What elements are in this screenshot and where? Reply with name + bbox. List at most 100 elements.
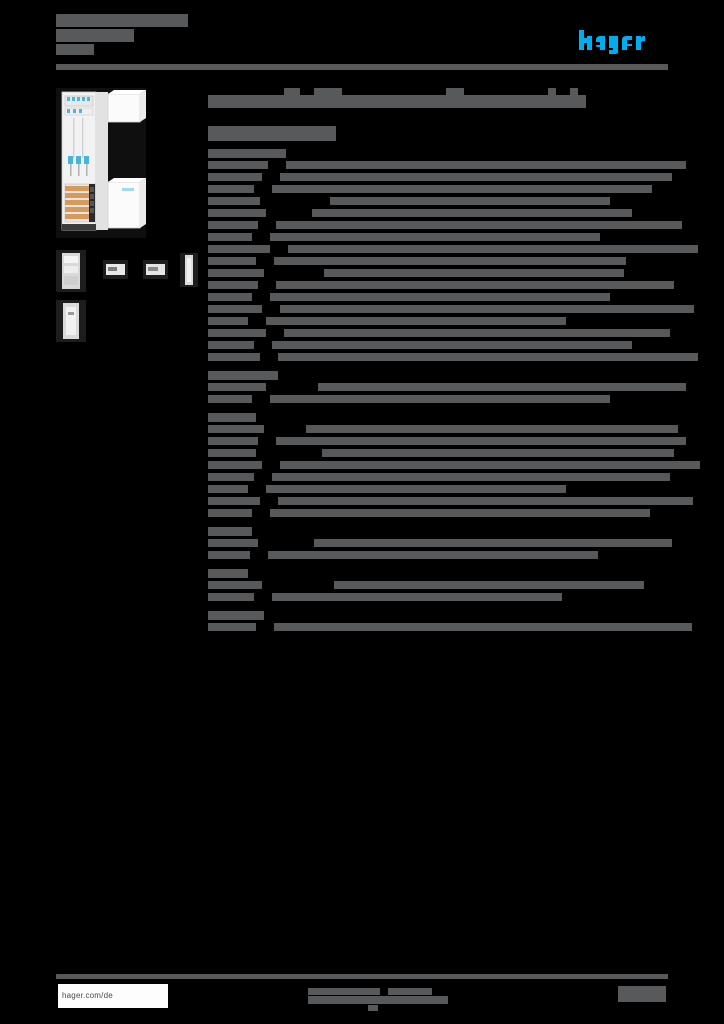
specification-groups (208, 149, 700, 633)
product-photo-distribution-cabinet[interactable] (56, 88, 146, 238)
footer-right-block (618, 986, 666, 1002)
spec-row-label (208, 173, 262, 181)
spec-group-heading-text (208, 149, 286, 158)
thumbnail-2[interactable] (103, 260, 128, 279)
spec-row (208, 495, 693, 507)
spec-row (208, 579, 682, 591)
spec-row-value (266, 317, 566, 325)
spec-row-label (208, 281, 258, 289)
spec-row-value (276, 437, 686, 445)
spec-row-value (272, 341, 632, 349)
spec-row (208, 621, 692, 633)
thumbnail-3[interactable] (143, 260, 168, 279)
spec-row-value (278, 497, 693, 505)
spec-row-label (208, 185, 254, 193)
spec-row (208, 279, 682, 291)
spec-row (208, 243, 698, 255)
page-title-ascender-5 (570, 88, 578, 95)
spec-row-label (208, 473, 254, 481)
spec-row-label (208, 383, 266, 391)
spec-row-label (208, 593, 254, 601)
spec-group-heading-text (208, 569, 248, 578)
spec-row-label (208, 425, 264, 433)
spec-row-value (312, 209, 632, 217)
spec-row-value (318, 383, 686, 391)
spec-group-heading-text (208, 413, 256, 422)
thumbnail-4[interactable] (180, 253, 198, 287)
spec-row-value (280, 305, 694, 313)
spec-row-label (208, 161, 268, 169)
spec-row-value (286, 161, 686, 169)
spec-group-2 (208, 371, 686, 405)
footer-center-line-1b (388, 988, 432, 995)
spec-row-value (278, 353, 698, 361)
header-title-line-3 (56, 44, 94, 55)
spec-row-label (208, 581, 262, 589)
spec-row-label (208, 221, 258, 229)
spec-group-heading (208, 371, 682, 380)
spec-row-label (208, 209, 266, 217)
spec-group-heading (208, 527, 682, 536)
spec-row (208, 315, 682, 327)
spec-row (208, 435, 686, 447)
spec-row-value (280, 461, 700, 469)
spec-group-heading (208, 149, 682, 158)
page-title-ascender-4 (548, 88, 556, 95)
spec-row-label (208, 341, 254, 349)
product-detail-column (208, 88, 700, 641)
spec-row-value (270, 233, 600, 241)
spec-row-label (208, 197, 260, 205)
thumbnail-1[interactable] (56, 250, 86, 292)
spec-row-label (208, 623, 256, 631)
spec-rows (208, 621, 692, 633)
spec-group-heading-text (208, 371, 278, 380)
footer-page-number (368, 1005, 378, 1011)
header-title-line-2 (56, 29, 134, 42)
thumbnail-5[interactable] (56, 300, 86, 342)
spec-row (208, 381, 686, 393)
spec-row-label (208, 353, 260, 361)
spec-group-6 (208, 611, 692, 633)
spec-row-label (208, 485, 248, 493)
footer-website-url[interactable]: hager.com/de (58, 984, 168, 1008)
spec-row-label (208, 551, 250, 559)
page-subtitle (208, 126, 682, 141)
spec-row (208, 327, 682, 339)
footer-center-line-1a (308, 988, 380, 995)
footer-divider (56, 974, 668, 979)
spec-row (208, 171, 682, 183)
spec-row-value (284, 329, 670, 337)
spec-row-label (208, 305, 262, 313)
spec-row-value (266, 485, 566, 493)
spec-row-value (274, 623, 692, 631)
hager-logo (578, 28, 668, 54)
spec-row (208, 549, 682, 561)
spec-row-value (272, 473, 670, 481)
spec-row-label (208, 509, 252, 517)
spec-rows (208, 381, 686, 405)
spec-rows (208, 159, 698, 363)
spec-row-label (208, 329, 266, 337)
page-header (56, 14, 668, 72)
spec-row-value (272, 185, 652, 193)
spec-row-value (334, 581, 644, 589)
footer-right-text (618, 986, 666, 1002)
spec-row (208, 483, 682, 495)
spec-row-value (306, 425, 678, 433)
spec-row-label (208, 257, 256, 265)
spec-row-value (288, 245, 698, 253)
spec-row (208, 459, 700, 471)
spec-row-label (208, 461, 262, 469)
spec-row-label (208, 317, 248, 325)
page-footer: hager.com/de (56, 974, 668, 1011)
page-title (208, 88, 682, 112)
spec-row-value (324, 269, 624, 277)
spec-row-label (208, 233, 252, 241)
spec-row-value (270, 293, 610, 301)
spec-row-label (208, 269, 264, 277)
spec-row-label (208, 437, 258, 445)
product-thumbnail-strip (56, 250, 216, 342)
spec-row (208, 231, 682, 243)
page-title-body (208, 95, 586, 108)
